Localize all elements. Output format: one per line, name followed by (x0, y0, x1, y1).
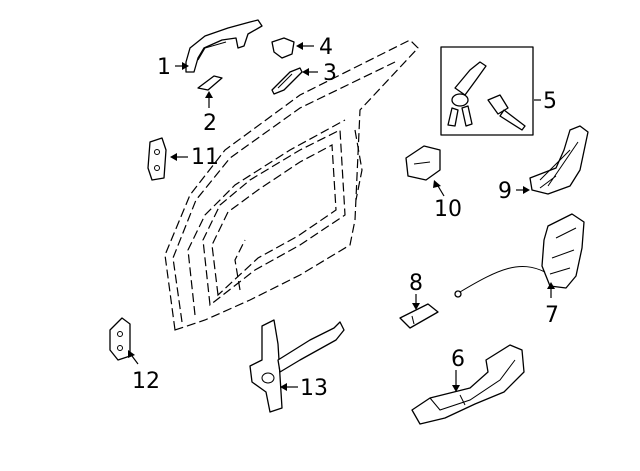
gasket-part (271, 67, 303, 95)
door-shell (164, 39, 419, 331)
callout-3: 3 (323, 61, 337, 86)
callout-10: 10 (434, 197, 462, 222)
callout-4: 4 (319, 35, 333, 60)
callout-2: 2 (203, 111, 217, 136)
callout-8: 8 (409, 271, 423, 296)
callout-12: 12 (132, 369, 160, 394)
upper-hinge-part (147, 137, 167, 181)
reinforcement-part (411, 344, 525, 425)
outside-handle-part (185, 19, 263, 73)
callout-5: 5 (543, 89, 557, 114)
latch-part (454, 213, 585, 298)
callout-13: 13 (300, 376, 328, 401)
handle-cap-part (271, 37, 295, 59)
bracket-part (529, 125, 589, 195)
door-check-part (249, 319, 345, 413)
callout-7: 7 (545, 303, 559, 328)
callout-1: 1 (157, 55, 171, 80)
callout-6: 6 (451, 347, 465, 372)
striker-part (405, 145, 441, 181)
lower-hinge-part (109, 317, 131, 361)
switch-part (399, 303, 439, 329)
callout-11: 11 (191, 145, 219, 170)
callout-9: 9 (498, 179, 512, 204)
leaders (128, 42, 555, 392)
lock-cylinder-group (440, 46, 534, 136)
handle-insert-part (197, 75, 223, 91)
